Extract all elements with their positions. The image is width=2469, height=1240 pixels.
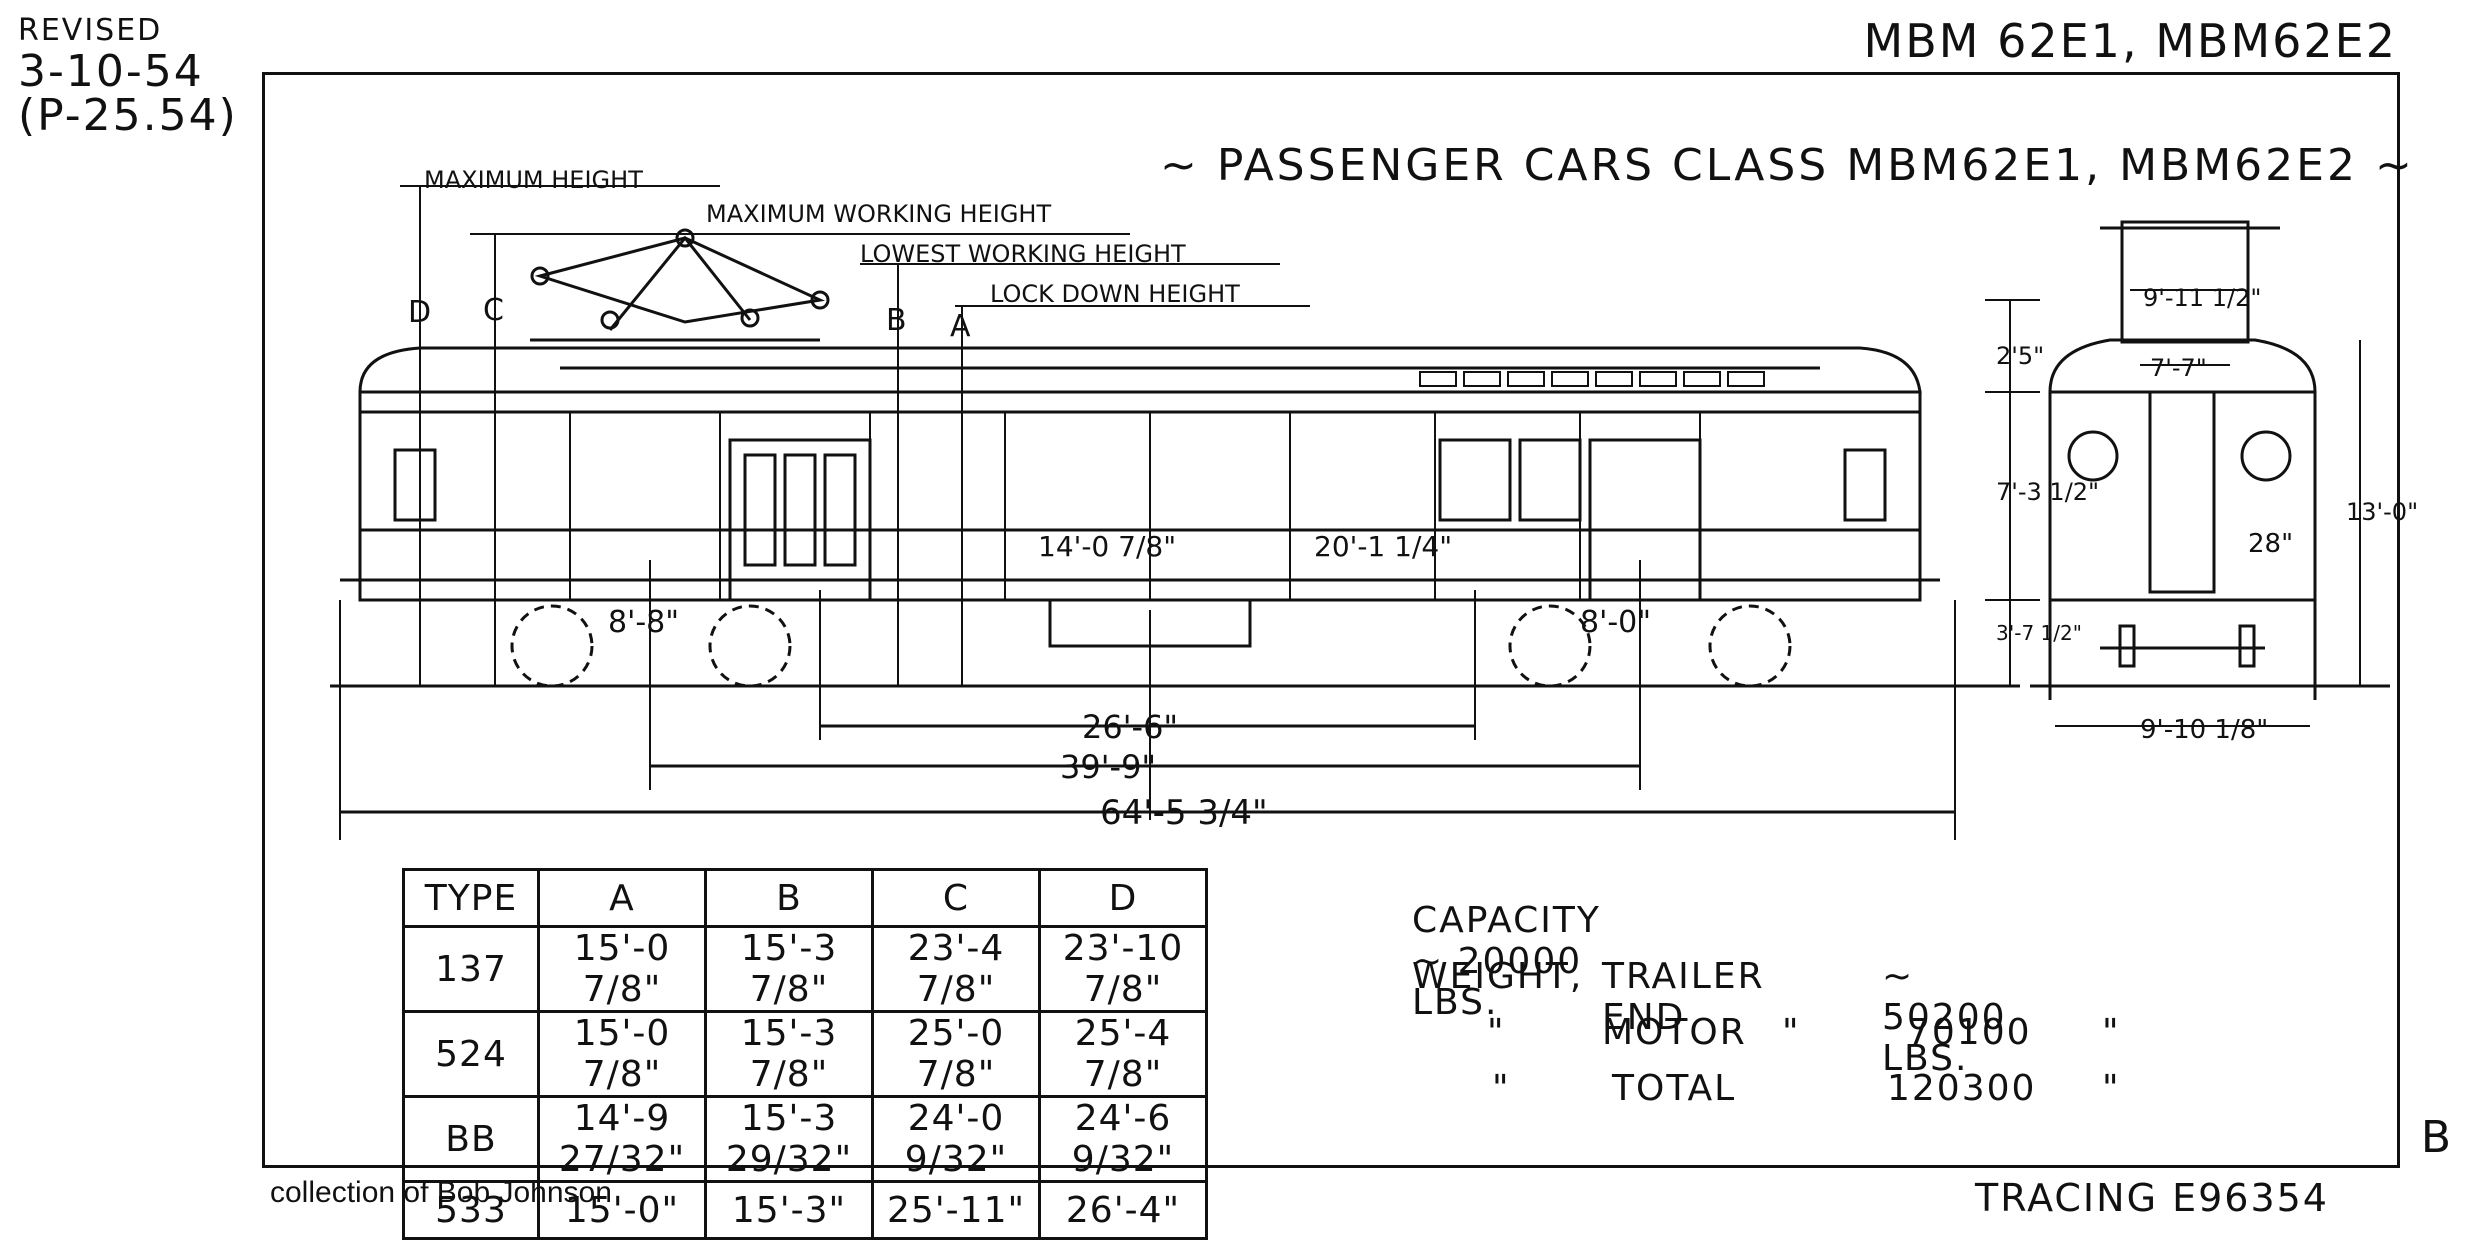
revised-reference: (P-25.54) — [18, 90, 238, 141]
dim-truck-centers-inner: 26'-6" — [1082, 708, 1178, 746]
trucks — [510, 604, 1792, 688]
total-label: TOTAL — [1612, 1068, 1737, 1109]
drawing-code: MBM 62E1, MBM62E2 — [1863, 14, 2397, 68]
height-letter-a: A — [950, 309, 971, 344]
ditto-mark: " — [1782, 1012, 1801, 1053]
revised-date: 3-10-54 — [18, 46, 204, 97]
motor-label: MOTOR — [1602, 1012, 1747, 1053]
table-cell: 23'-4 7/8" — [871, 925, 1041, 1013]
table-cell: 24'-6 9/32" — [1038, 1095, 1208, 1183]
dim-door-offset-1: 14'-0 7/8" — [1038, 530, 1176, 563]
dim-overall-length: 64'-5 3/4" — [1100, 793, 1268, 833]
table-cell: 23'-10 7/8" — [1038, 925, 1208, 1013]
table-cell: 15'-3" — [704, 1180, 874, 1240]
label-maximum-working-height: MAXIMUM WORKING HEIGHT — [706, 200, 1051, 228]
table-header: D — [1038, 868, 1208, 928]
tracing-number: TRACING E96354 — [1975, 1176, 2329, 1220]
car-body — [358, 390, 1922, 602]
dim-roof-inner: 7'-7" — [2150, 354, 2207, 382]
ditto-mark: " — [1492, 1068, 1511, 1109]
pantograph — [530, 228, 830, 342]
weight-label: WEIGHT, — [1412, 956, 1584, 997]
trailer-label: TRAILER END — [1602, 956, 1765, 1038]
dim-door-offset-2: 20'-1 1/4" — [1314, 530, 1452, 563]
table-row: 137 15'-0 7/8" 15'-3 7/8" 23'-4 7/8" 23'… — [402, 925, 1208, 1013]
table-cell: 25'-11" — [871, 1180, 1041, 1240]
label-lock-down-height: LOCK DOWN HEIGHT — [990, 280, 1240, 308]
height-letter-c: C — [483, 293, 504, 328]
table-header: A — [537, 868, 707, 928]
table-cell: BB — [402, 1095, 540, 1183]
height-table: TYPE A B C D 137 15'-0 7/8" 15'-3 7/8" 2… — [402, 868, 1208, 1240]
side-door-1 — [728, 438, 872, 602]
dim-wheelbase-front: 8'-8" — [608, 605, 679, 640]
table-row: 524 15'-0 7/8" 15'-3 7/8" 25'-0 7/8" 25'… — [402, 1010, 1208, 1098]
corner-mark: B — [2420, 1112, 2453, 1163]
motor-value: 70100 — [1907, 1012, 2032, 1053]
trailer-value: ~ 50200 LBS. — [1882, 956, 2007, 1079]
table-cell: 15'-0 7/8" — [537, 1010, 707, 1098]
dim-body-height: 7'-3 1/2" — [1996, 478, 2099, 506]
dim-truck-centers: 39'-9" — [1060, 748, 1156, 786]
height-letter-b: B — [886, 303, 907, 338]
dim-overall-width: 9'-10 1/8" — [2140, 715, 2268, 745]
table-header-row: TYPE A B C D — [402, 868, 1208, 928]
table-header: B — [704, 868, 874, 928]
height-letter-d: D — [408, 295, 431, 330]
table-row: BB 14'-9 27/32" 15'-3 29/32" 24'-0 9/32"… — [402, 1095, 1208, 1183]
roof-outline — [358, 346, 1922, 394]
dim-wheelbase-rear: 8'-0" — [1580, 605, 1651, 640]
table-cell: 15'-3 29/32" — [704, 1095, 874, 1183]
dim-floor-height: 3'-7 1/2" — [1996, 621, 2082, 645]
drawing-title: ~ PASSENGER CARS CLASS MBM62E1, MBM62E2 … — [1160, 140, 2415, 191]
capacity-text: CAPACITY ~ 20000 LBS. — [1412, 900, 1601, 1023]
dim-roof-height: 2'5" — [1996, 342, 2044, 370]
label-lowest-working-height: LOWEST WORKING HEIGHT — [860, 240, 1186, 268]
dim-overall-height: 13'-0" — [2346, 498, 2418, 526]
total-value: 120300 — [1887, 1068, 2037, 1109]
end-view — [2048, 220, 2317, 700]
table-cell: 15'-0 7/8" — [537, 925, 707, 1013]
side-door-2 — [1588, 438, 1702, 602]
ditto-mark: " — [2102, 1068, 2121, 1109]
table-cell: 26'-4" — [1038, 1180, 1208, 1240]
table-cell: 524 — [402, 1010, 540, 1098]
dim-roof-width: 9'-11 1/2" — [2143, 284, 2261, 312]
table-cell: 25'-4 7/8" — [1038, 1010, 1208, 1098]
ditto-mark: " — [1487, 1012, 1506, 1053]
ditto-mark: " — [2102, 1012, 2121, 1053]
table-cell: 15'-3 7/8" — [704, 925, 874, 1013]
table-cell: 24'-0 9/32" — [871, 1095, 1041, 1183]
label-maximum-height: MAXIMUM HEIGHT — [424, 166, 643, 194]
table-cell: 15'-3 7/8" — [704, 1010, 874, 1098]
revised-label: REVISED — [18, 13, 163, 48]
dim-step: 28" — [2248, 529, 2293, 559]
collection-credit: collection of Bob Johnson — [270, 1176, 612, 1209]
table-header: C — [871, 868, 1041, 928]
drawing-frame — [262, 72, 2400, 1168]
table-cell: 137 — [402, 925, 540, 1013]
revision-note: REVISED 3-10-54 (P-25.54) — [18, 12, 238, 138]
table-header: TYPE — [402, 868, 540, 928]
table-cell: 25'-0 7/8" — [871, 1010, 1041, 1098]
table-cell: 14'-9 27/32" — [537, 1095, 707, 1183]
